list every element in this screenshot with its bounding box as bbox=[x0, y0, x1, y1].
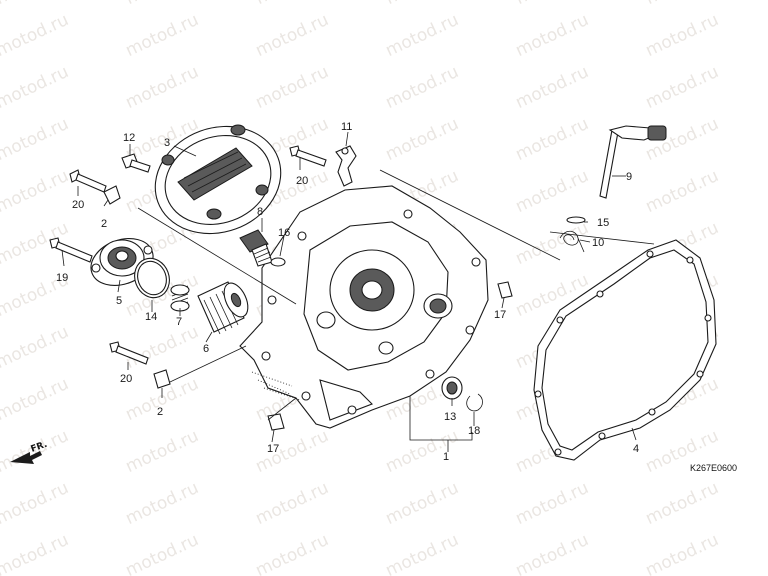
callout-17-upper[interactable]: 17 bbox=[494, 309, 506, 321]
callout-5[interactable]: 5 bbox=[116, 295, 122, 307]
callout-6[interactable]: 6 bbox=[203, 343, 209, 355]
callout-labels: 1 2 2 3 4 5 6 7 8 9 10 11 12 13 14 15 16… bbox=[56, 121, 639, 463]
callout-11[interactable]: 11 bbox=[341, 121, 352, 133]
dowel-pin-upper[interactable] bbox=[497, 281, 513, 299]
watermark-text: motod.ru bbox=[513, 0, 592, 9]
cable-bracket[interactable] bbox=[335, 145, 357, 187]
callout-15[interactable]: 15 bbox=[597, 217, 609, 229]
callout-10[interactable]: 10 bbox=[592, 237, 604, 249]
watermark-text: motod.ru bbox=[513, 114, 592, 165]
clamp-upper[interactable] bbox=[103, 185, 121, 205]
watermark-text: motod.ru bbox=[253, 478, 332, 529]
watermark-text: motod.ru bbox=[123, 478, 202, 529]
cover-gasket[interactable] bbox=[533, 239, 717, 461]
watermark-text: motod.ru bbox=[253, 426, 332, 477]
watermark-text: motod.ru bbox=[643, 530, 722, 576]
callout-7[interactable]: 7 bbox=[176, 316, 182, 328]
watermark-text: motod.ru bbox=[643, 478, 722, 529]
bolt-19[interactable] bbox=[49, 237, 93, 263]
watermark-text: motod.ru bbox=[0, 166, 72, 217]
watermark-text: motod.ru bbox=[643, 0, 722, 9]
circlip[interactable] bbox=[466, 393, 483, 412]
callout-17-lower[interactable]: 17 bbox=[267, 443, 279, 455]
oil-seal[interactable] bbox=[441, 376, 463, 400]
watermark-text: motod.ru bbox=[383, 62, 462, 113]
callout-2-lower[interactable]: 2 bbox=[157, 406, 163, 418]
clutch-cover-plate[interactable] bbox=[140, 109, 296, 251]
watermark-text: motod.ru bbox=[383, 530, 462, 576]
callout-8[interactable]: 8 bbox=[257, 206, 263, 218]
callout-19[interactable]: 19 bbox=[56, 272, 68, 284]
watermark-text: motod.ru bbox=[123, 0, 202, 9]
bolt-20a[interactable] bbox=[69, 169, 107, 193]
watermark-text: motod.ru bbox=[253, 0, 332, 9]
callout-20-upper[interactable]: 20 bbox=[72, 199, 84, 211]
watermark-text: motod.ru bbox=[253, 530, 332, 576]
callout-9[interactable]: 9 bbox=[626, 171, 632, 183]
bolt-12[interactable] bbox=[121, 153, 151, 173]
callout-20-lower[interactable]: 20 bbox=[120, 373, 132, 385]
watermark-text: motod.ru bbox=[0, 478, 72, 529]
watermark-text: motod.ru bbox=[383, 114, 462, 165]
watermark-text: motod.ru bbox=[123, 322, 202, 373]
watermark-text: motod.ru bbox=[0, 530, 72, 576]
watermark-text: motod.ru bbox=[0, 114, 72, 165]
watermark-text: motod.ru bbox=[643, 62, 722, 113]
dowel-pin-lower[interactable] bbox=[267, 413, 285, 431]
watermark-text: motod.ru bbox=[123, 426, 202, 477]
callout-3[interactable]: 3 bbox=[164, 137, 170, 149]
bolt-20c[interactable] bbox=[109, 341, 149, 365]
oil-filler-cap[interactable] bbox=[239, 229, 273, 267]
watermark-text: motod.ru bbox=[513, 530, 592, 576]
washer[interactable] bbox=[566, 216, 586, 224]
watermark-text: motod.ru bbox=[0, 0, 72, 9]
watermark-text: motod.ru bbox=[383, 478, 462, 529]
filter-spring[interactable] bbox=[170, 284, 190, 312]
watermark-text: motod.ru bbox=[383, 10, 462, 61]
watermark-text: motod.ru bbox=[513, 218, 592, 269]
watermark-text: motod.ru bbox=[383, 0, 462, 9]
watermark-text: motod.ru bbox=[253, 62, 332, 113]
watermark-text: motod.ru bbox=[0, 374, 72, 425]
callout-16[interactable]: 16 bbox=[278, 227, 290, 239]
watermark-text: motod.ru bbox=[643, 166, 722, 217]
callout-2-upper[interactable]: 2 bbox=[101, 218, 107, 230]
watermark-text: motod.ru bbox=[253, 10, 332, 61]
watermark-text: motod.ru bbox=[513, 166, 592, 217]
watermark-text: motod.ru bbox=[123, 530, 202, 576]
watermark-text: motod.ru bbox=[513, 62, 592, 113]
return-spring[interactable] bbox=[559, 230, 585, 253]
crankcase-cover[interactable] bbox=[239, 185, 489, 429]
bolt-20b[interactable] bbox=[289, 145, 327, 167]
watermark-text: motod.ru bbox=[0, 10, 72, 61]
callout-13[interactable]: 13 bbox=[444, 411, 456, 423]
watermark-text: motod.ru bbox=[123, 10, 202, 61]
shift-shaft[interactable] bbox=[599, 125, 667, 199]
front-arrow-icon bbox=[10, 451, 42, 464]
callout-1[interactable]: 1 bbox=[443, 451, 449, 463]
diagram-code: K267E0600 bbox=[690, 463, 737, 473]
watermark-text: motod.ru bbox=[0, 62, 72, 113]
watermark-text: motod.ru bbox=[123, 62, 202, 113]
callout-20-mid[interactable]: 20 bbox=[296, 175, 308, 187]
callout-18[interactable]: 18 bbox=[468, 425, 480, 437]
oil-filter[interactable] bbox=[197, 279, 253, 335]
leader-lines bbox=[61, 131, 655, 452]
watermark-text: motod.ru bbox=[0, 322, 72, 373]
callout-12[interactable]: 12 bbox=[123, 132, 135, 144]
o-ring-small[interactable] bbox=[270, 257, 286, 267]
watermark-text: motod.ru bbox=[513, 478, 592, 529]
callout-14[interactable]: 14 bbox=[145, 311, 157, 323]
callout-4[interactable]: 4 bbox=[633, 443, 639, 455]
clamp-lower[interactable] bbox=[153, 369, 171, 389]
watermark-text: motod.ru bbox=[643, 10, 722, 61]
watermark-text: motod.ru bbox=[383, 426, 462, 477]
o-ring-large-inner bbox=[137, 260, 167, 296]
watermark-text: motod.ru bbox=[513, 10, 592, 61]
